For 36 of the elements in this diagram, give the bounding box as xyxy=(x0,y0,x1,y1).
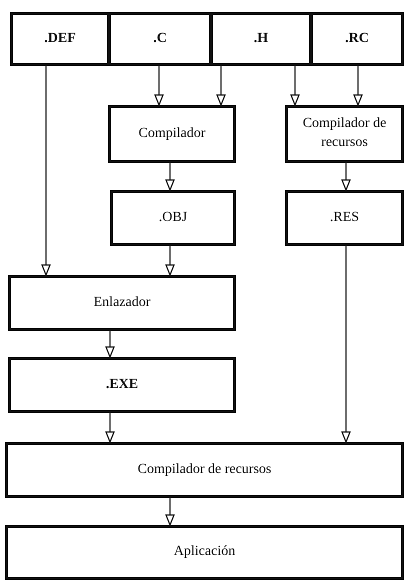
box-label: .C xyxy=(152,30,168,48)
arrow xyxy=(154,66,164,106)
arrow xyxy=(105,331,115,358)
box-label: .RC xyxy=(344,30,370,48)
box-label: .DEF xyxy=(43,30,77,48)
arrow xyxy=(290,66,300,106)
arrow xyxy=(165,498,175,526)
box-label: Compilador de recursos xyxy=(136,460,272,479)
box-label: Enlazador xyxy=(92,294,152,312)
box-label: .RES xyxy=(328,208,360,227)
arrow xyxy=(341,163,351,191)
arrow xyxy=(353,66,363,106)
arrow xyxy=(105,413,115,443)
process-box xyxy=(5,442,404,498)
process-box xyxy=(10,12,110,66)
process-box xyxy=(285,105,404,163)
arrow xyxy=(216,66,226,106)
process-box xyxy=(110,190,236,246)
arrow xyxy=(165,246,175,276)
box-label: .OBJ xyxy=(158,208,188,227)
arrow xyxy=(341,246,351,443)
process-box xyxy=(310,12,404,66)
process-box xyxy=(210,12,312,66)
process-box xyxy=(108,12,212,66)
process-box xyxy=(5,525,404,580)
box-label: .EXE xyxy=(104,376,140,394)
arrow xyxy=(165,163,175,191)
box-label: Aplicación xyxy=(172,543,236,562)
process-box xyxy=(8,275,236,331)
process-box xyxy=(108,105,236,163)
process-box xyxy=(285,190,404,246)
arrow xyxy=(41,66,51,276)
process-box xyxy=(8,357,236,413)
box-label: Compilador de recursos xyxy=(302,115,388,152)
box-label: .H xyxy=(252,30,270,48)
box-label: Compilador xyxy=(138,124,206,143)
